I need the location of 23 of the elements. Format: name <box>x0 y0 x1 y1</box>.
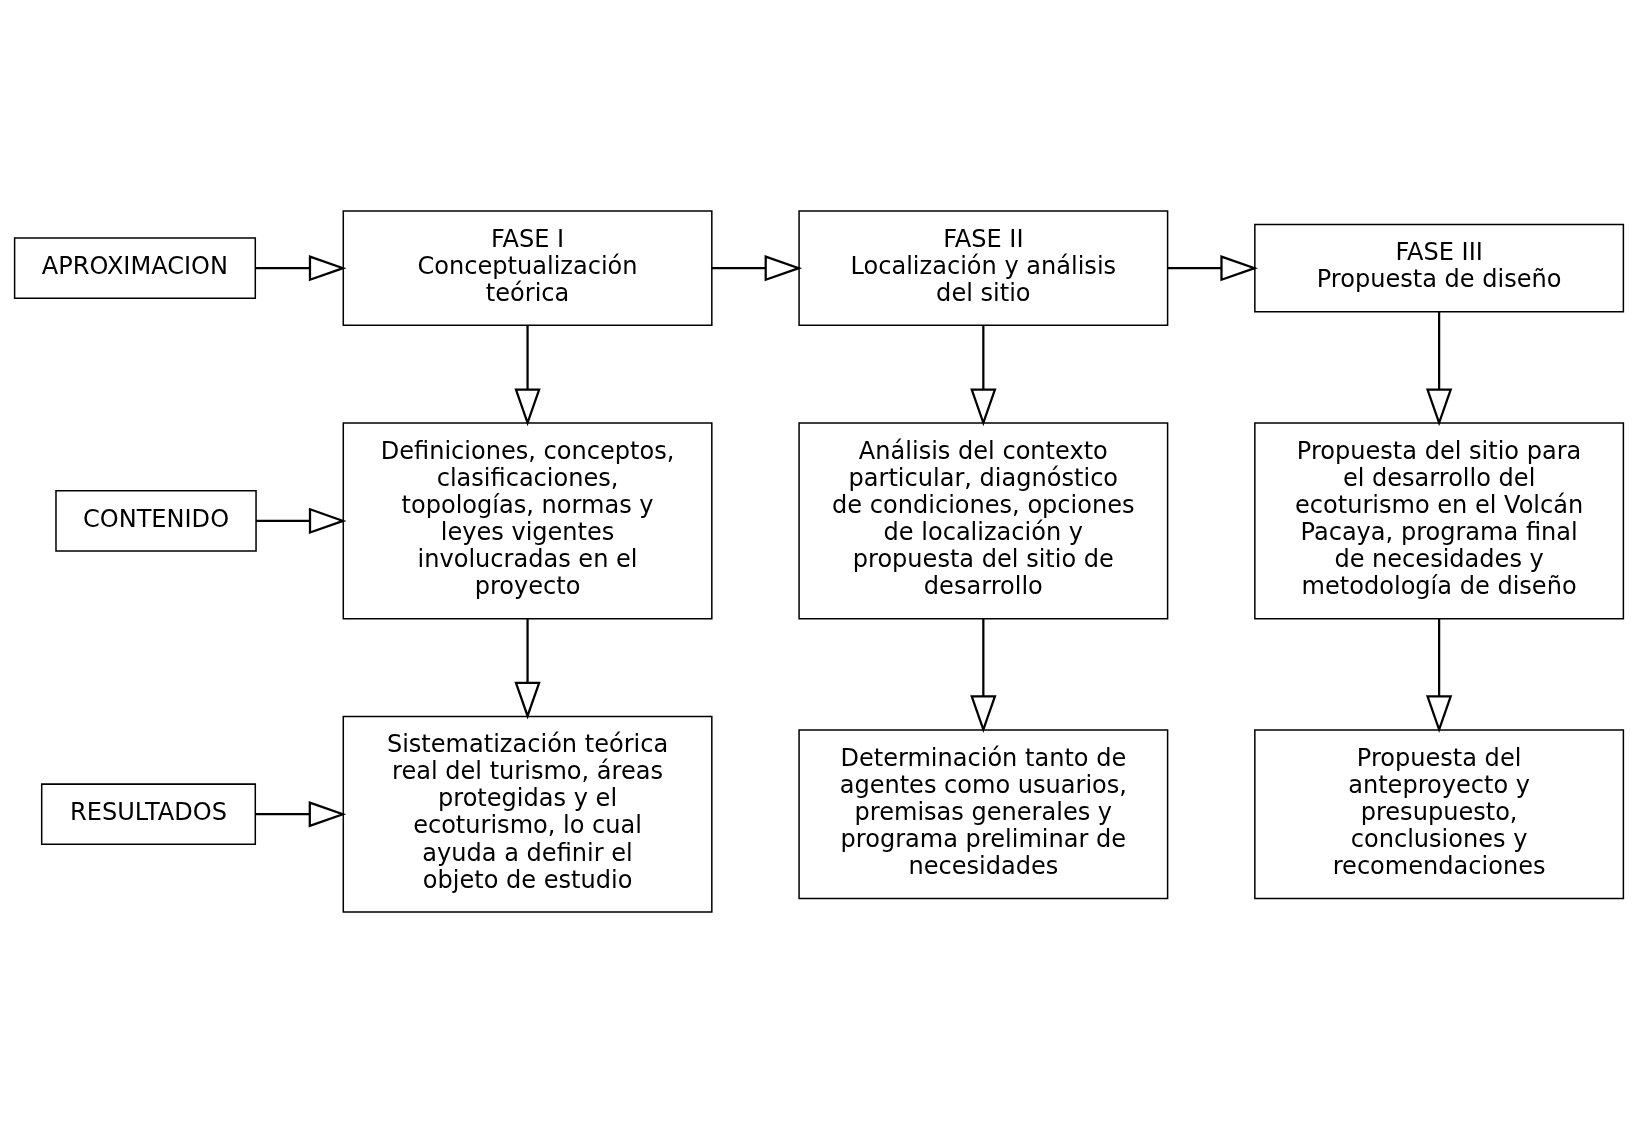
node-box: FASE I Conceptualización teórica <box>342 209 713 326</box>
arrow <box>970 618 997 733</box>
node-box: Propuesta del anteproyecto y presupuesto, conclusiones y recomendaciones <box>1254 728 1625 899</box>
node-box: Sistematización teórica real del turismo, áreas protegidas y el ecoturismo, lo cual ayuda a definir el objeto de estudio <box>342 715 713 913</box>
node-box: APROXIMACION <box>13 236 257 299</box>
node-box: Definiciones, conceptos, clasificaciones, topologías, normas y leyes vigentes involucradas en el proyecto <box>342 421 713 619</box>
node-box: Análisis del contexto particular, diagnóstico de condiciones, opciones de localización y propuesta del sitio de desarrollo <box>798 421 1169 619</box>
node-box: FASE II Localización y análisis del sitio <box>798 209 1169 326</box>
arrow <box>255 800 347 827</box>
node-box: Propuesta del sitio para el desarrollo del ecoturismo en el Volcán Pacaya, programa final de necesidades y metodología de diseño <box>1254 421 1625 619</box>
arrow <box>256 507 347 534</box>
arrow <box>711 254 803 281</box>
arrow <box>970 325 997 426</box>
arrow <box>514 618 541 719</box>
arrow <box>1425 618 1453 733</box>
node-box: FASE III Propuesta de diseño <box>1254 223 1625 313</box>
arrow <box>1425 311 1453 426</box>
node-box: Determinación tanto de agentes como usuarios, premisas generales y programa preliminar de necesidades <box>798 728 1169 899</box>
arrow <box>255 254 347 281</box>
node-box: CONTENIDO <box>55 489 257 552</box>
arrow <box>514 325 541 426</box>
node-box: RESULTADOS <box>40 782 257 845</box>
arrow <box>1167 254 1258 281</box>
